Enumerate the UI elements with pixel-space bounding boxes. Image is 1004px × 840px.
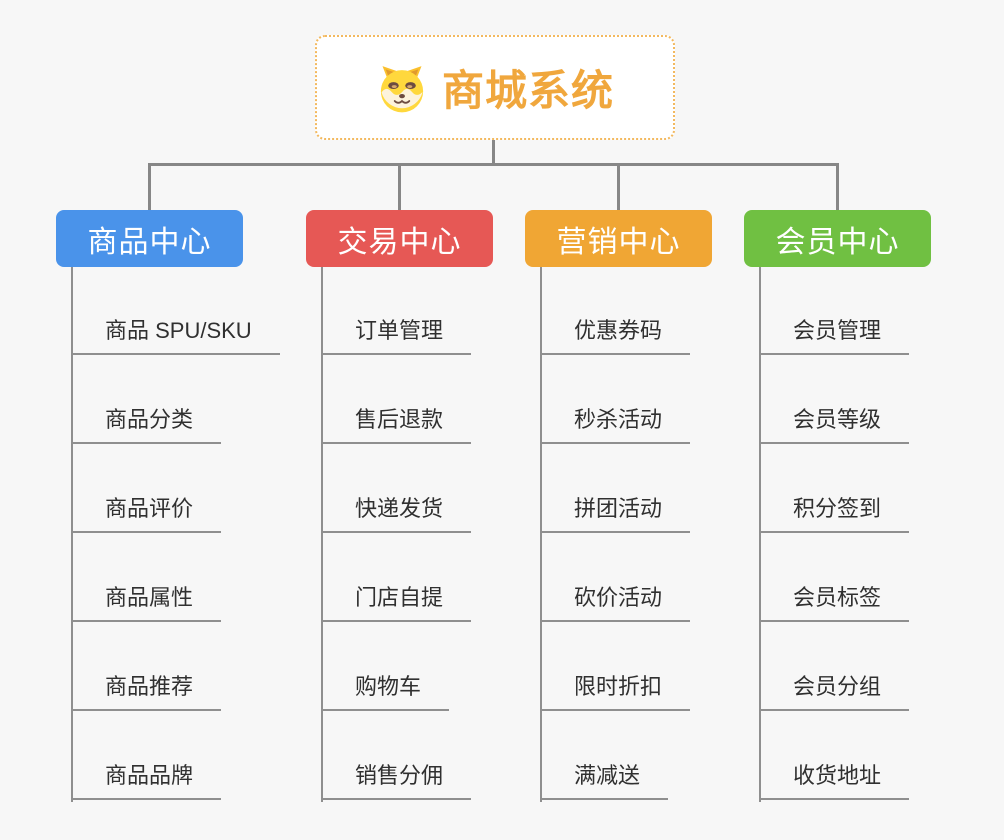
trunk-line-marketing-center — [540, 267, 542, 802]
leaf-node[interactable]: 会员等级 — [759, 406, 910, 444]
leaf-node[interactable]: 快递发货 — [321, 495, 472, 533]
leaf-node[interactable]: 收货地址 — [759, 762, 910, 800]
leaf-node[interactable]: 购物车 — [321, 673, 450, 711]
connector-horizontal — [148, 163, 839, 166]
leaf-node[interactable]: 商品品牌 — [71, 762, 222, 800]
leaf-node[interactable]: 售后退款 — [321, 406, 472, 444]
leaf-node[interactable]: 门店自提 — [321, 584, 472, 622]
root-node[interactable]: 商城系统 — [315, 35, 675, 140]
dog-face-icon — [380, 65, 424, 112]
trunk-line-member-center — [759, 267, 761, 802]
connector-drop-marketing-center — [617, 163, 620, 210]
leaf-node[interactable]: 秒杀活动 — [540, 406, 691, 444]
leaf-node[interactable]: 商品推荐 — [71, 673, 222, 711]
root-title: 商城系统 — [441, 67, 614, 114]
leaf-node[interactable]: 商品评价 — [71, 495, 222, 533]
branch-node-member-center[interactable]: 会员中心 — [744, 210, 931, 267]
leaf-node[interactable]: 销售分佣 — [321, 762, 472, 800]
connector-drop-trade-center — [398, 163, 401, 210]
branch-node-marketing-center[interactable]: 营销中心 — [525, 210, 712, 267]
leaf-node[interactable]: 拼团活动 — [540, 495, 691, 533]
connector-drop-member-center — [836, 163, 839, 210]
trunk-line-trade-center — [321, 267, 323, 802]
leaf-node[interactable]: 订单管理 — [321, 317, 472, 355]
leaf-node[interactable]: 会员标签 — [759, 584, 910, 622]
leaf-node[interactable]: 限时折扣 — [540, 673, 691, 711]
leaf-node[interactable]: 会员管理 — [759, 317, 910, 355]
leaf-node[interactable]: 会员分组 — [759, 673, 910, 711]
leaf-node[interactable]: 优惠券码 — [540, 317, 691, 355]
leaf-node[interactable]: 满减送 — [540, 762, 669, 800]
leaf-node[interactable]: 砍价活动 — [540, 584, 691, 622]
leaf-node[interactable]: 商品分类 — [71, 406, 222, 444]
trunk-line-product-center — [71, 267, 73, 802]
branch-node-trade-center[interactable]: 交易中心 — [306, 210, 493, 267]
leaf-node[interactable]: 商品属性 — [71, 584, 222, 622]
branch-node-product-center[interactable]: 商品中心 — [56, 210, 243, 267]
connector-drop-product-center — [148, 163, 151, 210]
leaf-node[interactable]: 积分签到 — [759, 495, 910, 533]
leaf-node[interactable]: 商品 SPU/SKU — [71, 317, 280, 355]
connector-root-stub — [492, 140, 495, 166]
